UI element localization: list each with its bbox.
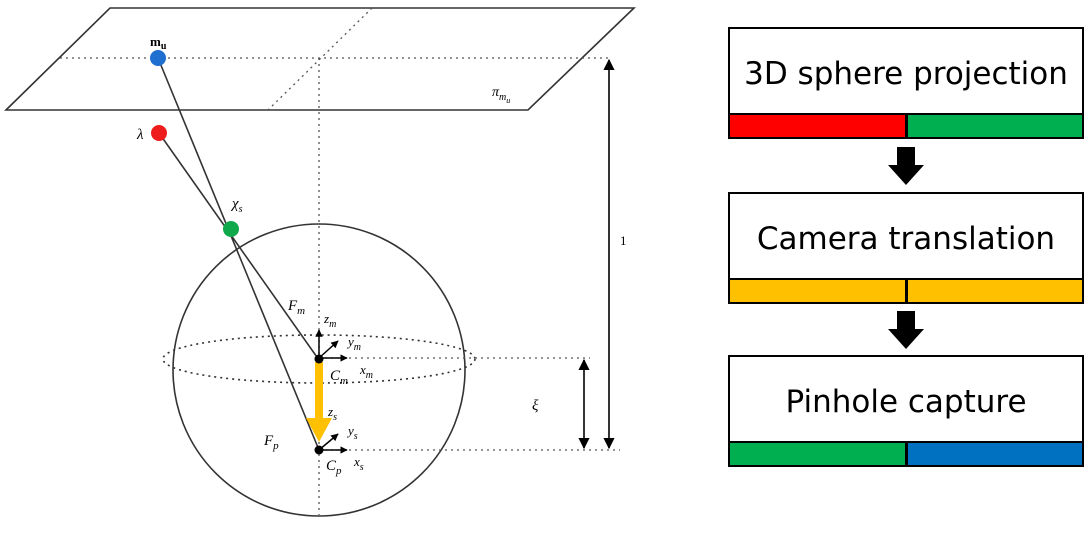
color-segment xyxy=(904,115,1082,137)
label-lambda: λ xyxy=(136,127,144,143)
unified-camera-model-diagram: mu λ χs πmu 1 ξ Fm zm ym xm Cm zs ys Fp … xyxy=(4,7,636,517)
ray-lambda-to-center xyxy=(158,132,320,361)
label-x-m: xm xyxy=(359,362,373,381)
label-chi-s: χs xyxy=(230,196,243,215)
color-segment xyxy=(730,115,905,137)
world-point-lambda xyxy=(151,125,167,141)
sphere-point-chi xyxy=(223,221,239,237)
label-x-s: xs xyxy=(353,454,364,473)
label-one: 1 xyxy=(620,233,627,248)
label-center-cm: Cm xyxy=(330,368,348,387)
plane-axis-diagonal xyxy=(267,7,373,111)
color-segment xyxy=(904,443,1082,465)
color-bar xyxy=(730,113,1082,137)
label-pi-mu: πmu xyxy=(492,85,510,105)
color-segment xyxy=(904,280,1082,302)
step-3d-sphere-projection: 3D sphere projection xyxy=(728,27,1084,139)
ray-mu-to-pinhole xyxy=(157,57,320,451)
color-bar xyxy=(730,441,1082,465)
color-segment xyxy=(730,280,905,302)
step-label: Pinhole capture xyxy=(785,384,1027,420)
label-xi: ξ xyxy=(532,398,539,414)
step-label: 3D sphere projection xyxy=(744,56,1068,92)
label-z-s: zs xyxy=(327,404,337,423)
step-camera-translation: Camera translation xyxy=(728,192,1084,304)
color-bar xyxy=(730,278,1082,302)
label-frame-fm: Fm xyxy=(287,298,305,317)
image-plane xyxy=(4,7,636,111)
label-center-cp: Cp xyxy=(326,458,342,477)
y-m-axis xyxy=(318,340,339,359)
label-y-s: ys xyxy=(346,423,358,442)
sphere-equator xyxy=(162,334,476,384)
unit-sphere xyxy=(172,223,466,517)
center-cm-point xyxy=(314,354,324,364)
label-frame-fp: Fp xyxy=(263,433,279,452)
center-cp-point xyxy=(314,445,324,455)
step-pinhole-capture: Pinhole capture xyxy=(728,355,1084,467)
label-y-m: ym xyxy=(346,334,361,353)
down-arrow-icon xyxy=(888,147,924,185)
step-label: Camera translation xyxy=(756,221,1056,257)
color-segment xyxy=(730,443,905,465)
label-z-m: zm xyxy=(323,311,336,330)
down-arrow-icon xyxy=(888,311,924,349)
label-m-u: mu xyxy=(150,34,167,52)
image-point-mu xyxy=(150,50,166,66)
translation-arrow-head xyxy=(306,418,332,442)
